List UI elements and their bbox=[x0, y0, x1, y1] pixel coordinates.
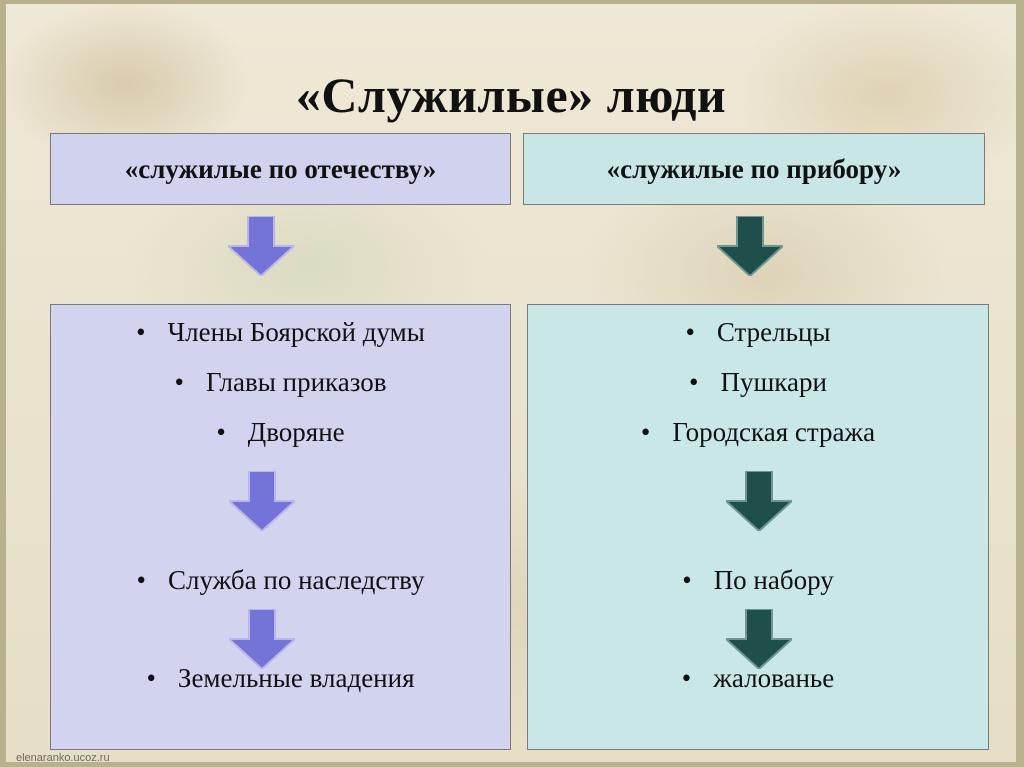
left-header-box: «служилые по отечеству» bbox=[50, 133, 511, 205]
bullet-icon: • bbox=[136, 317, 146, 347]
list-item: •Пушкари bbox=[689, 367, 827, 397]
right-header-label: «служилые по прибору» bbox=[606, 153, 902, 184]
list-item: •По набору bbox=[682, 565, 834, 595]
right-lower-arrow-icon bbox=[726, 609, 792, 669]
bullet-icon: • bbox=[146, 663, 156, 693]
left-header-label: «служилые по отечеству» bbox=[124, 153, 437, 184]
list-item: •Члены Боярской думы bbox=[136, 317, 425, 347]
list-item: •Главы приказов bbox=[174, 367, 387, 397]
right-mid-arrow-icon bbox=[726, 471, 792, 531]
right-content-box: •Стрельцы •Пушкари •Городская стража •По… bbox=[527, 304, 989, 750]
bullet-icon: • bbox=[685, 317, 695, 347]
bullet-icon: • bbox=[689, 367, 699, 397]
bullet-icon: • bbox=[216, 417, 226, 447]
list-item: •жалованье bbox=[681, 663, 835, 693]
bullet-icon: • bbox=[640, 417, 651, 447]
left-down-arrow-icon bbox=[228, 216, 294, 276]
left-lower-arrow-icon bbox=[229, 609, 295, 669]
bullet-icon: • bbox=[174, 367, 184, 397]
bullet-icon: • bbox=[681, 663, 692, 693]
bullet-icon: • bbox=[682, 565, 692, 595]
slide-frame: «Служилые» люди «служилые по отечеству» … bbox=[6, 4, 1016, 762]
slide-title: «Служилые» люди bbox=[295, 67, 727, 123]
left-content-box: •Члены Боярской думы •Главы приказов •Дв… bbox=[50, 304, 511, 750]
watermark: elenaranko.ucoz.ru bbox=[16, 752, 110, 762]
right-down-arrow-icon bbox=[717, 216, 783, 276]
right-header-box: «служилые по прибору» bbox=[523, 133, 985, 205]
list-item: •Стрельцы bbox=[685, 317, 831, 347]
left-mid-arrow-icon bbox=[229, 471, 295, 531]
bullet-icon: • bbox=[136, 565, 146, 595]
list-item: •Земельные владения bbox=[146, 663, 415, 693]
list-item: •Городская стража bbox=[640, 417, 876, 447]
list-item: •Служба по наследству bbox=[136, 565, 425, 595]
list-item: •Дворяне bbox=[216, 417, 345, 447]
